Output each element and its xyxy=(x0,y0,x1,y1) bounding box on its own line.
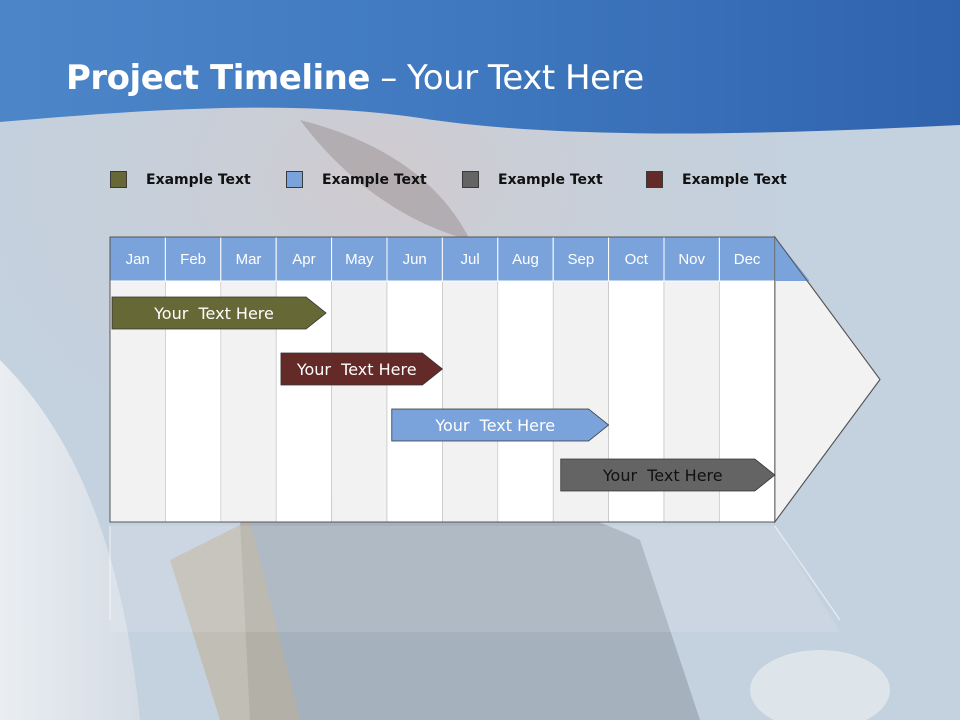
month-label: Sep xyxy=(568,251,595,268)
task-label: Your Text Here xyxy=(153,304,274,323)
month-column xyxy=(497,280,554,523)
reflection-edge xyxy=(774,525,841,621)
timeline-frame xyxy=(109,236,776,523)
month-header-cell xyxy=(220,236,277,282)
month-header-cell xyxy=(331,236,388,282)
title-rest: – Your Text Here xyxy=(369,58,644,98)
month-label: Dec xyxy=(734,251,761,268)
month-label: Apr xyxy=(292,251,315,268)
legend-label: Example Text xyxy=(682,172,787,188)
arrow-edge xyxy=(774,236,881,380)
month-header-cell xyxy=(441,236,499,282)
month-label: Jan xyxy=(126,251,150,268)
legend: Example Text Example Text Example Text E… xyxy=(0,170,960,194)
month-header-cell xyxy=(164,236,222,282)
legend-swatch-maroon xyxy=(646,171,663,188)
legend-swatch-olive xyxy=(110,171,127,188)
month-label: Nov xyxy=(678,251,705,268)
task-arrow xyxy=(280,352,444,386)
task-arrow xyxy=(560,458,776,492)
month-column xyxy=(442,280,499,523)
task-label: Your Text Here xyxy=(602,466,723,485)
month-header-cell xyxy=(386,236,443,282)
month-column xyxy=(331,280,388,523)
header-band xyxy=(0,0,960,134)
month-header-cell xyxy=(608,236,665,282)
title-bold: Project Timeline xyxy=(66,58,370,98)
legend-swatch-gray xyxy=(462,171,479,188)
arrow-tip-header xyxy=(774,237,810,281)
month-header-cell xyxy=(663,236,720,282)
arrow-edge xyxy=(774,379,881,523)
timeline-reflection xyxy=(110,526,840,632)
month-label: Jun xyxy=(403,251,427,268)
task-arrow xyxy=(111,296,327,330)
page-title: Project Timeline – Your Text Here xyxy=(66,58,644,98)
month-label: Feb xyxy=(180,251,206,268)
month-label: Mar xyxy=(236,251,262,268)
month-label: May xyxy=(345,251,374,268)
legend-label: Example Text xyxy=(322,172,427,188)
legend-swatch-blue xyxy=(286,171,303,188)
task-label: Your Text Here xyxy=(296,360,417,379)
month-label: Jul xyxy=(461,251,480,268)
month-column xyxy=(386,280,443,523)
task-arrow xyxy=(391,408,610,442)
task-label: Your Text Here xyxy=(434,416,555,435)
month-label: Oct xyxy=(625,251,649,268)
month-label: Aug xyxy=(512,251,539,268)
month-header-cell xyxy=(275,236,333,282)
legend-label: Example Text xyxy=(146,172,251,188)
month-header-cell xyxy=(718,236,776,282)
legend-label: Example Text xyxy=(498,172,603,188)
